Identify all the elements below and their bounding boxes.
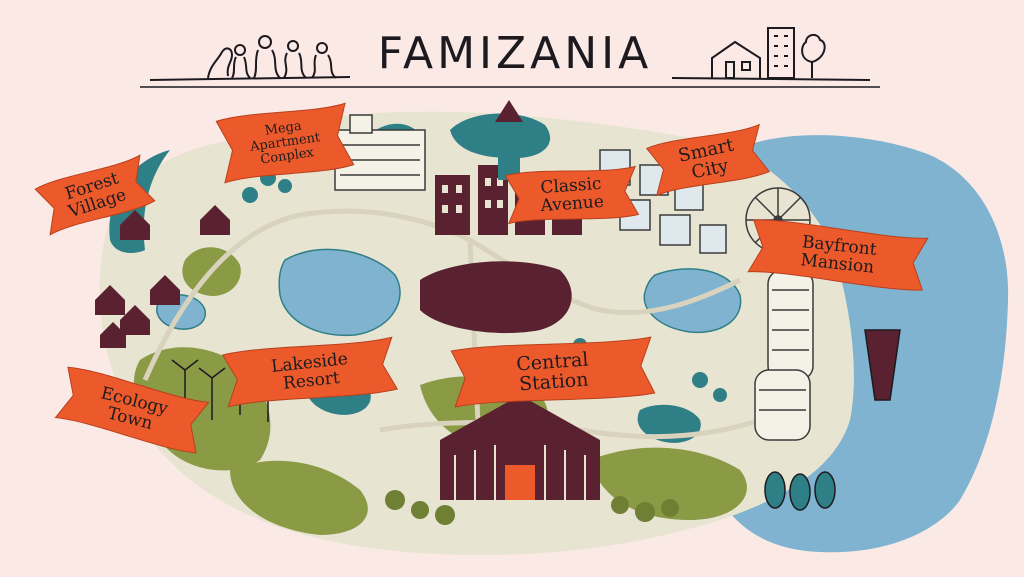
banner-ecology-town	[54, 366, 210, 454]
house-icon	[711, 40, 761, 79]
clock-tower	[495, 100, 523, 180]
lakes	[156, 248, 742, 337]
boat-icon	[764, 329, 901, 511]
label-line: Avenue	[540, 191, 605, 217]
tree-icon	[801, 34, 826, 78]
bayfront-mansion-towers	[754, 269, 814, 441]
map-title: FAMIZANIA	[377, 28, 653, 79]
building-icon	[767, 27, 795, 79]
header-decoration	[140, 27, 880, 88]
banner-bayfront-mansion	[747, 219, 929, 291]
label-line: Station	[518, 368, 590, 396]
central-station-building	[440, 395, 600, 500]
banner-smart-city	[645, 123, 771, 197]
banner-classic-avenue	[504, 165, 640, 225]
village-houses	[95, 205, 230, 348]
banner-forest-village	[34, 154, 156, 236]
banner-mega-apartment-complex	[215, 102, 355, 184]
banner-central-station	[450, 336, 656, 408]
banner-lakeside-resort	[221, 336, 399, 408]
district-banners	[34, 102, 929, 454]
family-silhouettes-icon	[207, 35, 337, 79]
tree-clusters-olive	[385, 490, 679, 525]
